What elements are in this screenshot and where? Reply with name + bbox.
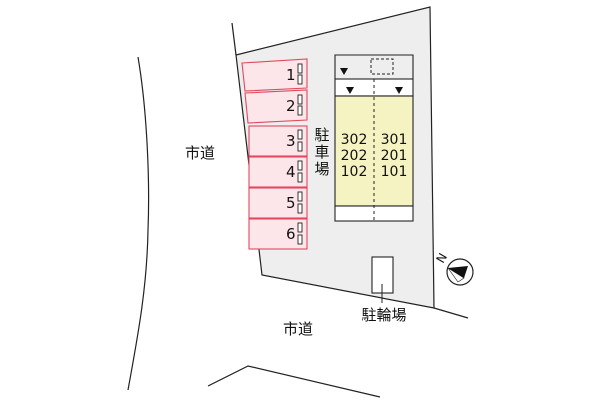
car-stop-marker [297,141,303,152]
dashed-balcony [370,58,394,75]
car-stop-marker [297,129,303,140]
road-west-edge [127,56,150,391]
north-arrow-icon [446,258,474,286]
road-south-edge [433,307,469,319]
building-outline-top [334,54,414,79]
parking-space [248,125,308,157]
parking-space-number: 3 [286,132,296,150]
car-stop-marker [297,63,303,74]
car-stop-marker [297,105,303,116]
unit-number: 202 [341,148,368,164]
parking-space-number: 1 [286,66,296,84]
car-stop-marker [297,191,303,202]
car-stop-marker [297,94,303,105]
car-stop-marker [297,234,303,245]
parking-label-char: 駐 [314,126,329,144]
bike-parking-label: 駐輪場 [361,306,406,324]
entrance-arrow-icon [395,87,403,94]
parking-space [248,187,308,219]
unit-number: 201 [381,148,408,164]
entrance-arrow-icon [340,68,348,75]
parking-space-number: 5 [286,194,296,212]
parking-space [244,89,308,124]
unit-number: 301 [381,132,408,148]
parking-space-number: 2 [286,97,296,115]
apartment-building: 302 202 102 301 201 101 [334,54,414,222]
entrance-arrow-icon [346,87,354,94]
car-stop-marker [297,203,303,214]
car-stop-marker [297,74,303,85]
lot-west-edge-extension [231,22,237,56]
parking-label-char: 場 [314,160,329,178]
road-label-south: 市道 [283,320,313,338]
parking-space-number: 4 [286,163,296,181]
north-letter: N [433,251,450,266]
unit-number: 101 [381,164,408,180]
parking-area: 1 2 3 4 5 6 [241,58,308,250]
parking-space [241,58,308,92]
road-south-far-edge [207,365,381,398]
unit-number: 302 [341,132,368,148]
parking-label-char: 車 [314,143,329,161]
car-stop-marker [297,160,303,171]
unit-number: 102 [341,164,368,180]
parking-space [248,156,308,188]
parking-space [248,218,308,250]
parking-space-number: 6 [286,225,296,243]
road-label-west: 市道 [185,144,215,162]
parking-label: 駐車場 [314,126,329,178]
car-stop-marker [297,222,303,233]
car-stop-marker [297,172,303,183]
